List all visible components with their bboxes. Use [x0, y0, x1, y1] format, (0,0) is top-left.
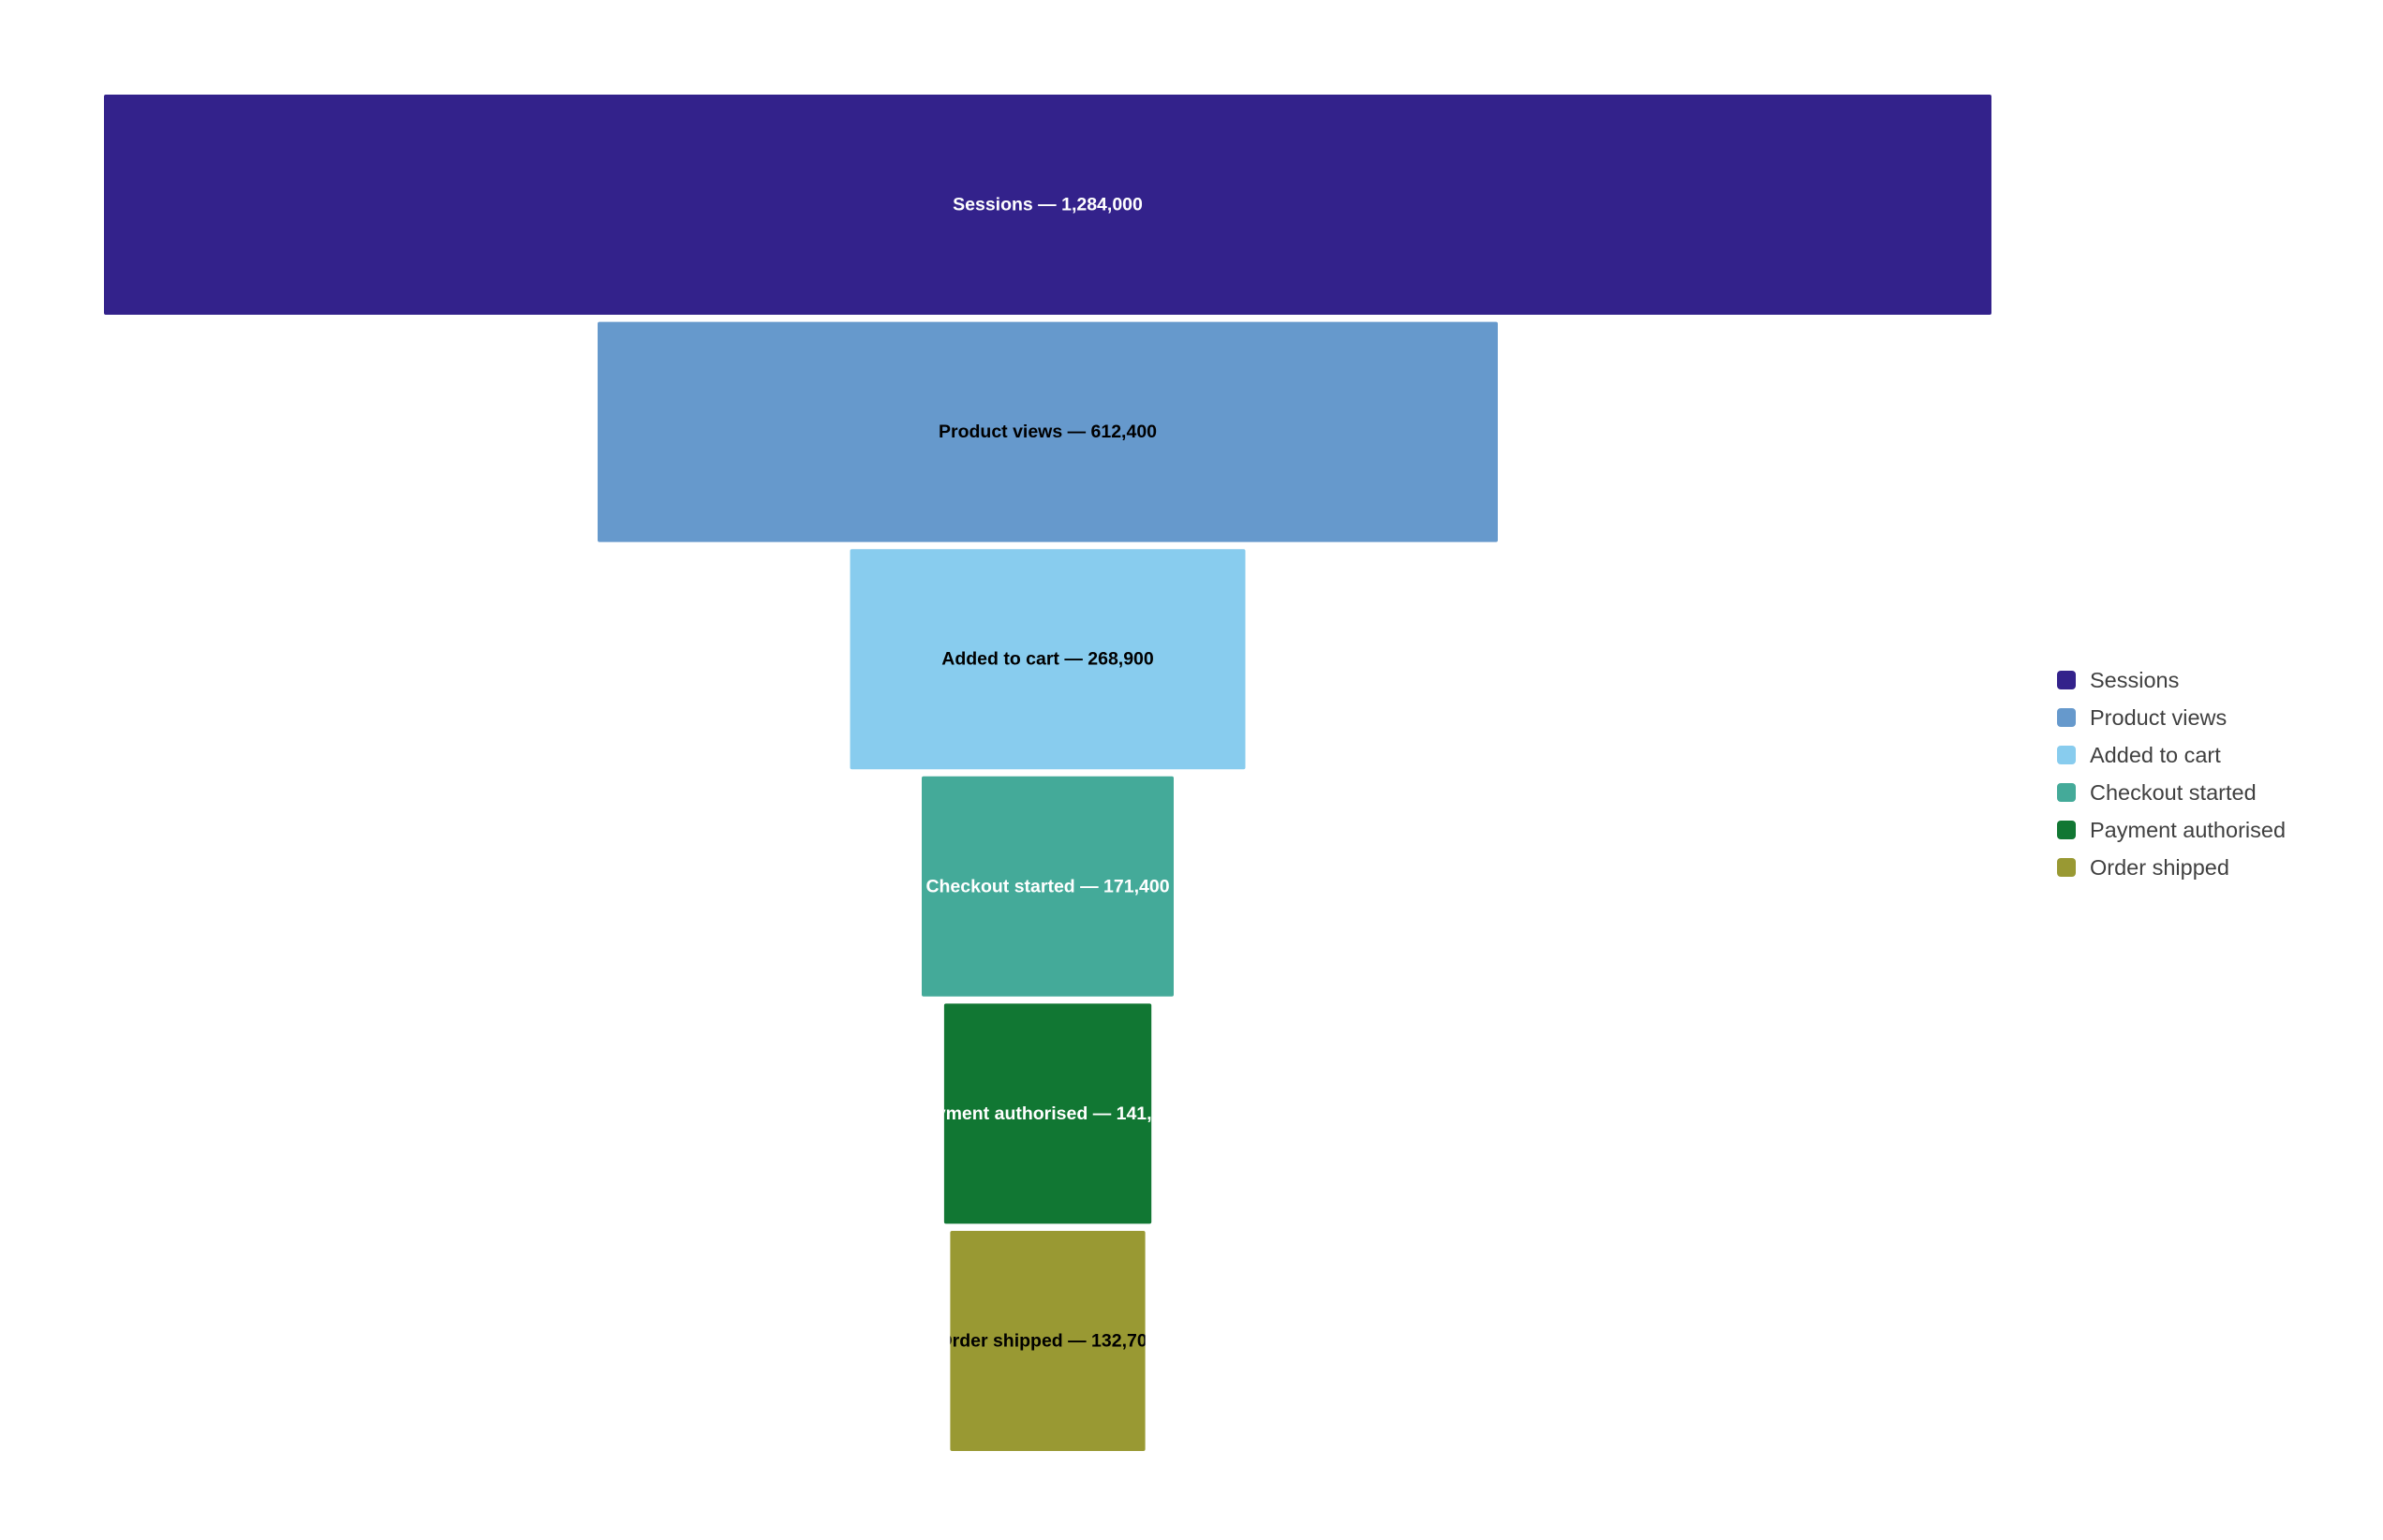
funnel-bar-label: Product views — 612,400	[939, 422, 1157, 442]
funnel-stage: Checkout started — 171,400	[922, 776, 1174, 997]
legend-swatch	[2057, 783, 2076, 802]
funnel-bar	[104, 95, 1991, 315]
funnel-bar-label: Payment authorised — 141,000	[913, 1103, 1182, 1124]
funnel-bar	[850, 549, 1246, 770]
funnel-bar-label: Added to cart — 268,900	[941, 649, 1154, 670]
legend-swatch	[2057, 858, 2076, 877]
legend-label: Added to cart	[2090, 742, 2221, 767]
legend-item[interactable]: Product views	[2057, 699, 2286, 736]
legend-item[interactable]: Sessions	[2057, 661, 2286, 699]
funnel-stage: Order shipped — 132,700	[938, 1231, 1157, 1451]
legend-label: Checkout started	[2090, 779, 2257, 805]
funnel-bar	[922, 776, 1174, 997]
legend-swatch	[2057, 821, 2076, 839]
funnel-stage: Sessions — 1,284,000	[104, 95, 1991, 315]
legend-item[interactable]: Order shipped	[2057, 849, 2286, 886]
legend-label: Sessions	[2090, 667, 2180, 692]
funnel-stage: Product views — 612,400	[598, 321, 1498, 542]
legend-swatch	[2057, 746, 2076, 764]
legend-item[interactable]: Added to cart	[2057, 736, 2286, 774]
funnel-bar	[598, 321, 1498, 542]
legend-item[interactable]: Checkout started	[2057, 774, 2286, 811]
funnel-bar	[950, 1231, 1146, 1451]
legend-item[interactable]: Payment authorised	[2057, 811, 2286, 849]
funnel-bar	[943, 1003, 1152, 1224]
legend-label: Order shipped	[2090, 854, 2229, 880]
legend-label: Product views	[2090, 704, 2228, 730]
funnel-stage: Payment authorised — 141,000	[913, 1003, 1182, 1224]
legend-swatch	[2057, 708, 2076, 727]
funnel-bar-label: Checkout started — 171,400	[925, 876, 1169, 896]
legend-label: Payment authorised	[2090, 817, 2287, 842]
legend-swatch	[2057, 671, 2076, 689]
funnel-bar-label: Order shipped — 132,700	[938, 1331, 1157, 1352]
funnel-stage: Added to cart — 268,900	[850, 549, 1246, 770]
funnel-bar-label: Sessions — 1,284,000	[953, 195, 1143, 215]
